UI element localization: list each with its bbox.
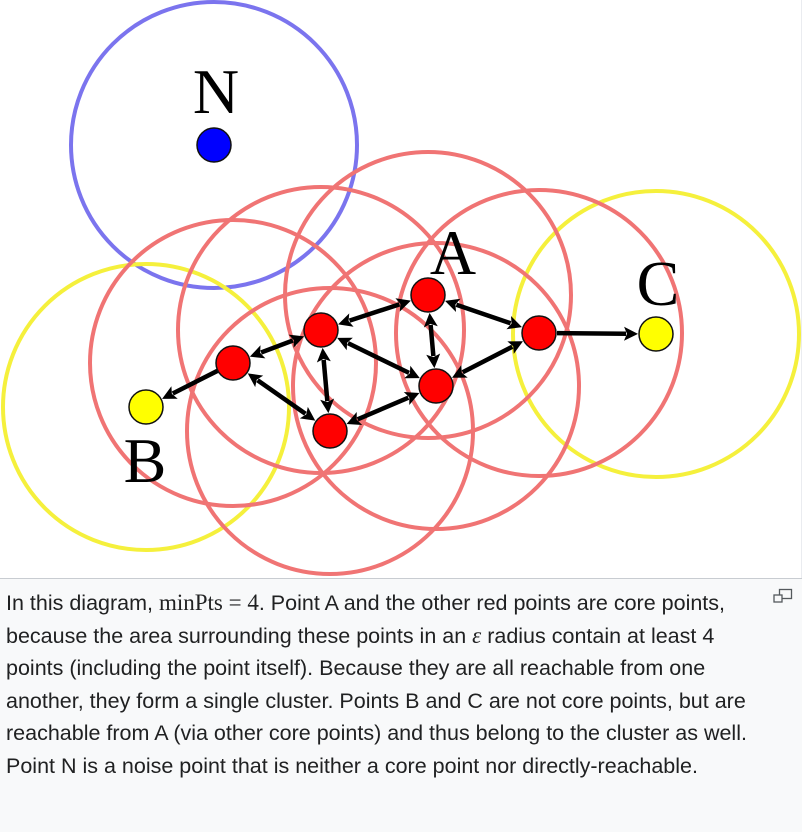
arrow-p2-a-head-end: [395, 298, 411, 312]
dbscan-diagram: N A B C: [0, 0, 802, 578]
core-point-5: [418, 368, 454, 404]
arrow-p2-a-head-start: [338, 313, 354, 327]
noise-point-n: [196, 127, 232, 163]
arrow-p5-p6-head-start: [452, 365, 468, 378]
arrow-p1-p2-head-end: [288, 334, 305, 348]
arrow-p3-p5-head-start: [346, 412, 363, 425]
arrow-p2-p5-head-start: [337, 337, 353, 351]
border-point-c: [638, 316, 674, 352]
arrow-p5-p6: [461, 344, 514, 375]
arrow-p2-p5: [346, 341, 411, 375]
caption-text-1: In this diagram,: [6, 591, 159, 615]
arrow-p1-p2: [260, 338, 294, 355]
label-n: N: [193, 56, 239, 127]
arrow-p1-b-head-end: [162, 386, 178, 399]
arrow-a-p6-head-end: [506, 316, 522, 330]
figure-caption: In this diagram, minPts = 4. Point A and…: [0, 578, 802, 832]
caption-text-2: . Point A and the other red points are c…: [6, 591, 725, 648]
caption-text-3: radius contain at least 4 points (includ…: [6, 623, 747, 778]
arrow-p1-p3-head-end: [299, 406, 316, 421]
arrow-p2-a: [348, 302, 401, 323]
arrow-p2-p5-head-end: [404, 365, 420, 379]
dbscan-diagram-svg: N A B C: [1, 0, 801, 576]
core-point-6: [521, 315, 557, 351]
core-point-1: [215, 345, 251, 381]
arrow-p1-p3: [256, 378, 307, 416]
arrow-p1-p2-head-start: [249, 345, 266, 359]
reachability-arrows: [171, 302, 627, 422]
arrow-a-p5-head-end: [426, 353, 441, 369]
core-point-a: [410, 277, 446, 313]
core-circle-a: [283, 150, 573, 440]
label-a: A: [430, 217, 476, 288]
arrow-p3-p5-head-end: [403, 392, 420, 405]
core-circle-5: [291, 241, 581, 531]
arrow-p6-c: [556, 330, 627, 336]
arrowheads: [162, 298, 639, 425]
border-point-b: [128, 389, 164, 425]
core-point-2: [303, 312, 339, 348]
arrow-a-p6: [455, 302, 512, 326]
caption-math: minPts = 4: [158, 590, 259, 615]
arrow-p1-p3-head-start: [247, 373, 264, 388]
caption-epsilon: ε: [472, 622, 482, 648]
arrow-p5-p6-head-end: [507, 341, 523, 354]
arrow-a-p5: [428, 324, 436, 357]
core-point-3: [312, 413, 348, 449]
magnify-icon[interactable]: [772, 588, 794, 604]
arrow-p1-b: [171, 367, 222, 396]
label-b: B: [124, 425, 167, 496]
core-circle-6: [394, 188, 684, 478]
border-circle-b: [1, 262, 291, 552]
arrow-p2-p3-head-start: [316, 347, 331, 363]
border-circle-c: [511, 189, 801, 479]
label-c: C: [637, 248, 680, 319]
arrow-p2-p3: [321, 359, 330, 402]
arrow-a-p6-head-start: [445, 298, 461, 312]
arrow-p6-c-head-end: [623, 326, 639, 341]
arrow-p2-p3-head-end: [320, 398, 335, 414]
arrow-a-p5-head-start: [423, 312, 438, 328]
noise-circle-n: [69, 0, 359, 290]
core-circle-1: [88, 218, 378, 508]
arrow-p3-p5: [356, 395, 410, 422]
